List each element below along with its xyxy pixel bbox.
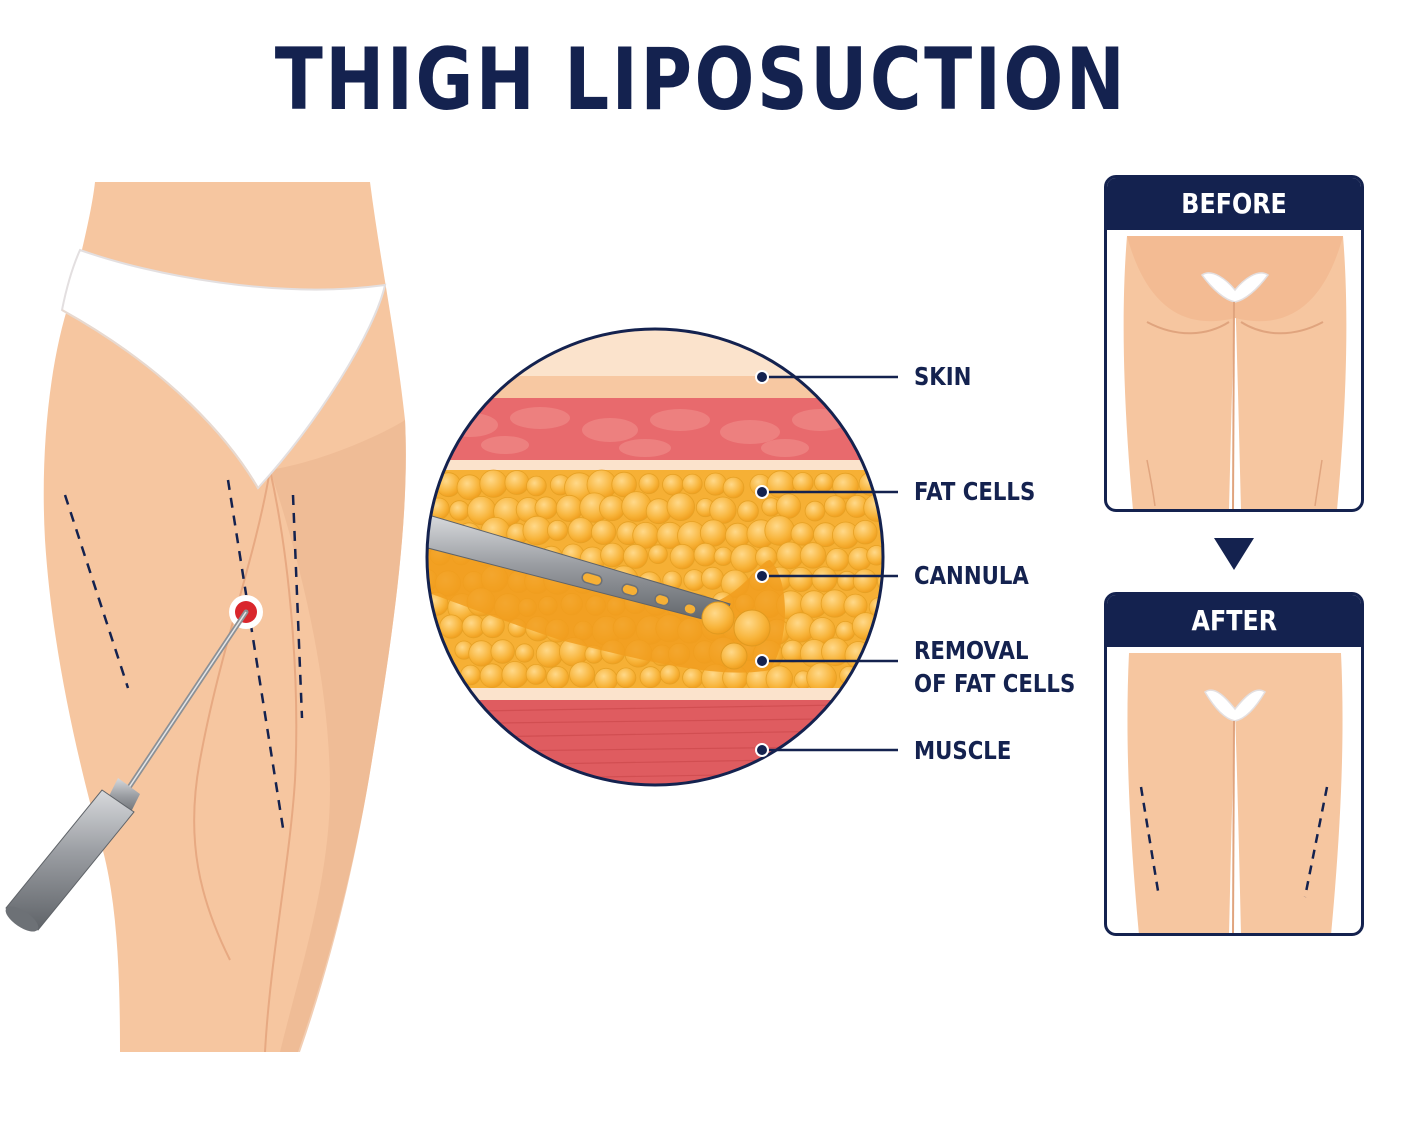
fat-cell — [535, 640, 564, 668]
fat-cell — [594, 667, 618, 692]
leader-lines — [755, 370, 898, 757]
page-title: THIGH LIPOSUCTION — [274, 30, 1128, 130]
label-fat-cells: FAT CELLS — [914, 477, 1036, 506]
label-removal-line2: OF FAT CELLS — [914, 669, 1076, 698]
fat-cell — [804, 500, 826, 522]
fat-cell — [832, 472, 859, 500]
fat-cell — [788, 567, 814, 593]
fat-cell — [427, 475, 438, 496]
fat-cell — [514, 643, 535, 663]
fat-cell — [504, 470, 530, 495]
before-legs-illustration — [1123, 236, 1347, 509]
fat-cell — [799, 542, 827, 569]
fat-cell — [875, 470, 883, 500]
fat-cell — [569, 661, 596, 688]
fat-cell — [852, 568, 878, 594]
tissue-cross-section — [427, 329, 918, 785]
fat-cell — [526, 475, 547, 497]
fat-cell — [866, 545, 883, 566]
fat-cell — [882, 523, 883, 545]
thigh-illustration — [5, 182, 406, 1053]
fat-cell — [792, 472, 814, 494]
fat-cell — [888, 543, 918, 573]
fat-cell — [525, 664, 547, 685]
leg-shadow — [270, 420, 406, 1052]
fat-cell — [844, 641, 873, 669]
fat-cell — [479, 663, 505, 688]
label-removal-line1: REMOVAL — [914, 636, 1029, 665]
fat-cell — [427, 664, 440, 689]
fat-cell — [669, 544, 696, 570]
label-muscle: MUSCLE — [914, 736, 1012, 765]
fat-cell — [730, 543, 760, 573]
fat-cell — [882, 620, 883, 640]
fat-cell — [666, 492, 696, 522]
fat-cell — [737, 500, 759, 523]
after-panel: AFTER — [1104, 592, 1364, 936]
fat-cell — [611, 471, 637, 498]
fat-cell — [814, 472, 834, 493]
fat-cell — [659, 664, 681, 685]
fat-cell — [699, 519, 728, 547]
fat-cell — [790, 522, 815, 546]
fat-cell — [722, 476, 745, 499]
fat-cell — [468, 640, 495, 667]
fat-cell — [600, 542, 625, 568]
fat-cell — [567, 517, 594, 544]
fat-cell — [693, 542, 718, 567]
fat-cell — [776, 541, 804, 570]
before-header: BEFORE — [1107, 178, 1361, 230]
fat-cell — [853, 520, 878, 545]
fat-cell — [764, 515, 795, 546]
down-arrow-icon — [1214, 538, 1254, 570]
fat-cell — [639, 666, 662, 689]
fat-cell — [893, 646, 912, 665]
fat-cell — [856, 662, 883, 690]
fat-cell — [449, 500, 470, 521]
fat-cell — [599, 495, 625, 522]
fat-cell — [811, 566, 838, 593]
leg-outline — [193, 469, 271, 961]
cannula-tool — [5, 609, 249, 932]
label-skin: SKIN — [914, 362, 972, 391]
fat-cell — [701, 566, 725, 590]
fat-cell — [501, 661, 529, 689]
fat-cell — [534, 496, 558, 520]
fat-cell — [615, 667, 637, 689]
fat-cell — [456, 474, 483, 501]
fat-cell — [890, 498, 908, 516]
fat-cell — [891, 594, 912, 615]
fat-cell — [713, 546, 733, 566]
fat-cell — [623, 543, 649, 569]
fat-cell — [479, 469, 508, 498]
fat-cell — [648, 544, 668, 564]
fat-cell — [823, 495, 847, 518]
fat-cell — [638, 473, 660, 495]
fat-cell — [775, 493, 802, 519]
after-header: AFTER — [1107, 595, 1361, 647]
fat-cell — [490, 639, 515, 664]
label-cannula: CANNULA — [914, 561, 1029, 590]
fat-cell — [881, 663, 883, 686]
fat-cell — [546, 666, 569, 689]
fat-cell — [590, 519, 617, 545]
leg-outline-inner — [264, 469, 298, 1053]
fat-cell — [439, 614, 464, 639]
fat-cell — [547, 519, 569, 541]
fat-cell — [682, 667, 704, 689]
before-panel: BEFORE — [1104, 175, 1364, 512]
after-legs-illustration — [1127, 653, 1343, 933]
cross-section-border — [425, 327, 885, 787]
fat-cell — [662, 473, 684, 496]
fat-cell — [681, 473, 703, 495]
